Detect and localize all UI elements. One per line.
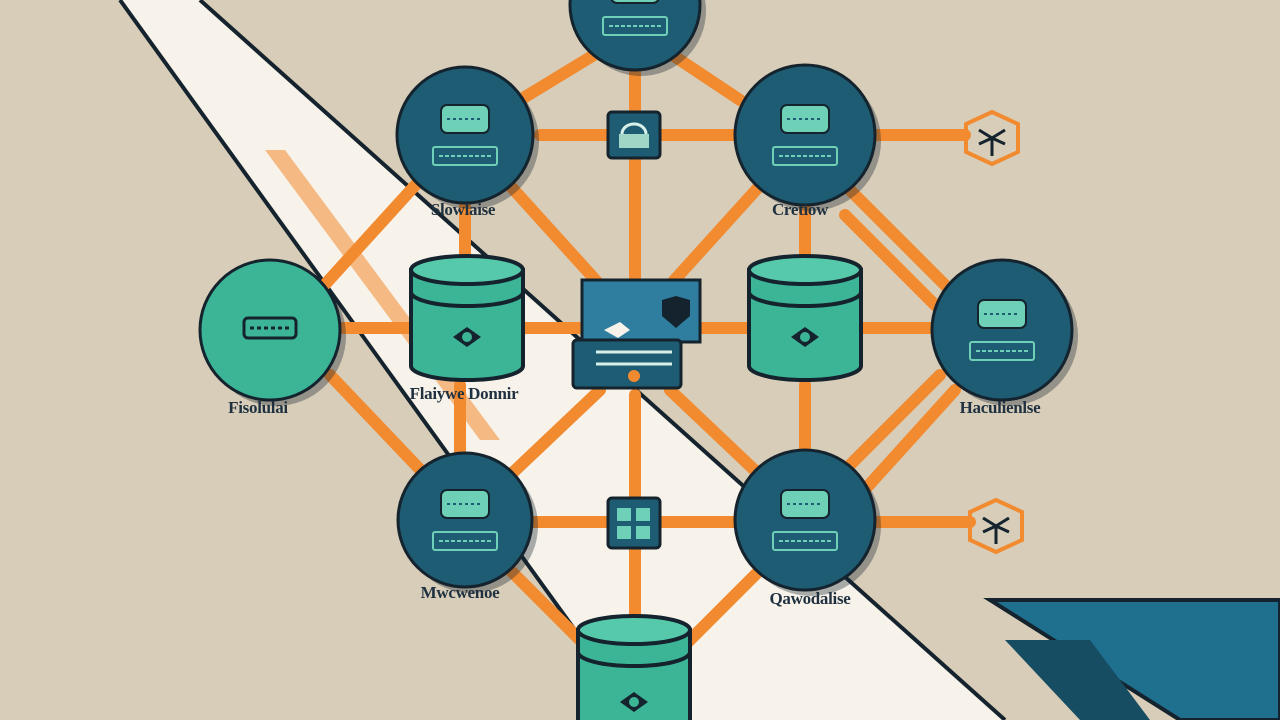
edge-center-lr [664, 384, 771, 486]
left-server-node[interactable] [198, 258, 346, 406]
bottom-database-node[interactable] [576, 614, 692, 720]
database-icon [620, 692, 648, 712]
node-label-upper-left-server: Slowlaise [430, 200, 496, 219]
hexagon-network-icon[interactable] [968, 497, 1024, 555]
node-label-left-database: Flaiywe Donnir [409, 384, 519, 403]
hexagon-network-icon[interactable] [964, 109, 1020, 167]
hub-center[interactable] [571, 278, 702, 390]
edge-ur-center [664, 174, 771, 291]
lower-right-server-node[interactable] [733, 448, 881, 596]
node-label-right-server: Haculienlse [959, 398, 1041, 417]
right-server-node[interactable] [930, 258, 1078, 406]
edge-right-lr-2 [854, 384, 961, 501]
edge-ul-left [314, 174, 426, 296]
lower-left-server-node[interactable] [396, 451, 538, 593]
server-icon [772, 489, 838, 551]
left-database-node[interactable] [409, 254, 525, 382]
server-icon [432, 104, 498, 166]
nodes [198, 0, 1078, 720]
hub-top[interactable] [606, 110, 662, 160]
database-icon [791, 327, 819, 347]
external-icons [964, 109, 1024, 555]
upper-left-server-node[interactable] [395, 65, 539, 209]
edge-lr-bdb [674, 559, 771, 656]
top-server-node[interactable] [568, 0, 706, 76]
server-icon [602, 0, 668, 36]
edge-ll-bdb [499, 559, 596, 656]
upper-right-server-node[interactable] [733, 63, 881, 211]
corner-shape [983, 598, 1280, 720]
beam-edge-left [118, 0, 642, 720]
edge-ur-right-2 [839, 209, 941, 311]
node-label-lower-left-server: Mwcwenoe [420, 583, 500, 602]
server-icon [432, 489, 498, 551]
edge-left-ll [324, 369, 436, 486]
server-rack-icon [596, 296, 690, 382]
node-label-upper-right-server: Cretiow [771, 200, 829, 219]
edge-ul-center [499, 174, 606, 291]
lock-icon [619, 122, 649, 148]
node-label-left-server: Fisolulai [228, 398, 288, 417]
server-icon [772, 104, 838, 166]
edge-ur-right [844, 184, 956, 296]
hubs [571, 110, 702, 550]
edge-right-lr [829, 369, 946, 486]
node-label-lower-right-server: Qawodalise [769, 589, 851, 608]
hub-bottom[interactable] [606, 496, 662, 550]
server-icon [242, 316, 298, 340]
grid-icon [617, 508, 650, 539]
server-icon [969, 299, 1035, 361]
edge-center-ll [499, 384, 606, 486]
database-icon [453, 327, 481, 347]
right-database-node[interactable] [747, 254, 863, 382]
